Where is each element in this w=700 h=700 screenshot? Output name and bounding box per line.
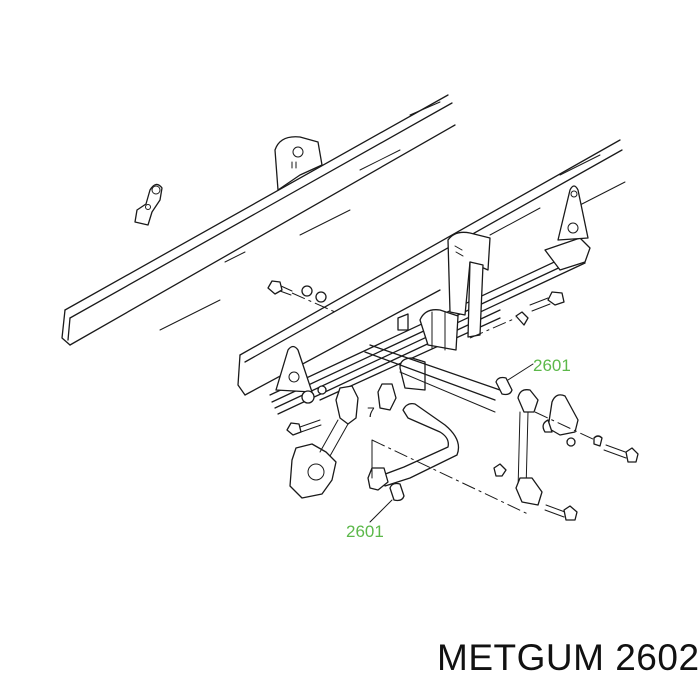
callout-label-2601-lower: 2601 <box>346 522 384 541</box>
bolt-link-bottom <box>544 504 578 521</box>
frame-rail-lower <box>237 139 626 396</box>
callout-leader-lines <box>369 363 534 523</box>
axle-clamp <box>397 309 459 391</box>
spring-hanger-rear <box>557 185 589 241</box>
spring-hanger-bracket-upper <box>274 136 323 191</box>
shock-absorber <box>447 231 491 338</box>
callout-label-2601-upper: 2601 <box>533 356 571 375</box>
link-bracket-right <box>534 394 639 463</box>
stabilizer-bushing-bracket <box>289 383 397 499</box>
stabilizer-link <box>493 389 543 506</box>
reference-number-7: 7 <box>367 404 375 420</box>
spring-hanger-front <box>275 345 327 404</box>
bolt-upper-left <box>267 280 336 313</box>
caption-part-number: 2602 <box>615 637 700 678</box>
stabilizer-end-bushing <box>367 439 531 516</box>
frame-rail-upper <box>61 94 456 346</box>
part-caption: METGUM 2602 <box>437 637 700 679</box>
shackle-bracket-small <box>134 183 163 226</box>
caption-brand: METGUM <box>437 637 605 678</box>
stabilizer-bushing-upper <box>495 376 513 396</box>
bolt-lower-left <box>286 419 322 436</box>
stabilizer-bar <box>379 402 460 487</box>
axle-housing <box>364 344 501 413</box>
bolt-shackle-right <box>469 291 565 339</box>
